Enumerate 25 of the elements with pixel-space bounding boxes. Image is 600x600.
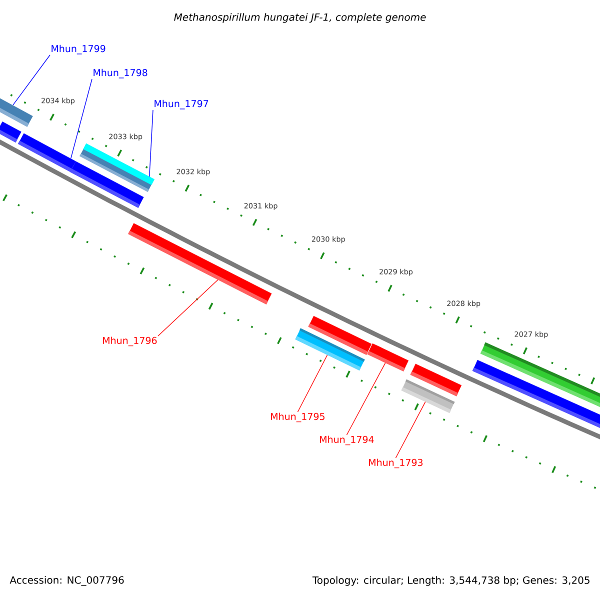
leader-line — [149, 110, 154, 177]
gene-label: Mhun_1797 — [154, 100, 208, 110]
gene-bar — [480, 342, 600, 410]
gene-label: Mhun_1794 — [320, 436, 374, 446]
gene-bar — [308, 316, 372, 355]
gene-label: Mhun_1798 — [94, 68, 148, 78]
leader-line — [70, 78, 92, 159]
footer-text: Accession: NC_007796 — [10, 576, 124, 586]
gene-label: Mhun_1793 — [369, 458, 423, 468]
gene-label: Mhun_1795 — [271, 412, 324, 422]
leader-line — [395, 401, 426, 458]
gene-bar — [367, 343, 409, 372]
title: Methanospirillum hungatei JF-1, complete genome — [174, 13, 426, 23]
gene-label: Mhun_1796 — [103, 336, 157, 346]
gene-label: Mhun_1799 — [52, 44, 106, 54]
leader-line — [158, 279, 218, 336]
gene-bar — [18, 133, 76, 172]
gene-bar — [128, 223, 272, 304]
leader-line — [346, 362, 386, 436]
gene-bar — [410, 364, 462, 396]
gene-bar — [0, 121, 22, 143]
leader-line — [297, 354, 328, 412]
footer-text: Topology: circular; Length: 3,544,738 bp; Genes: 3,205 — [312, 576, 590, 586]
leader-line — [12, 54, 50, 106]
gene-bar — [79, 143, 155, 192]
